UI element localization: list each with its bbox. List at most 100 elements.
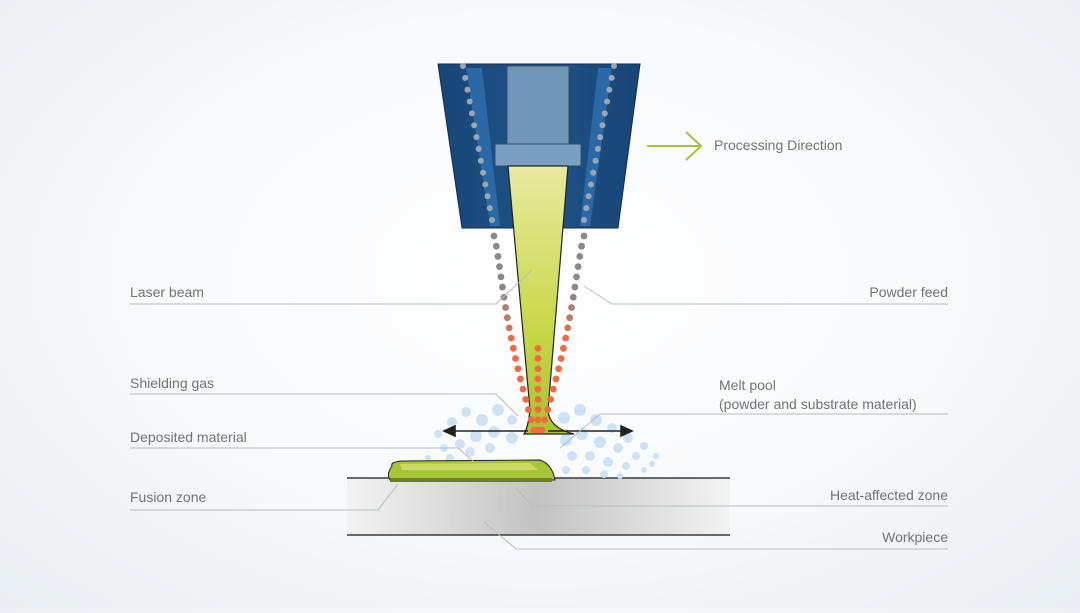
powder-particle bbox=[522, 395, 530, 403]
powder-particle bbox=[482, 181, 489, 188]
powder-channels bbox=[460, 63, 617, 223]
gas-bubble bbox=[485, 443, 495, 453]
powder-particle bbox=[590, 169, 597, 176]
powder-particle bbox=[527, 416, 535, 424]
heat-affected-zone-label: Heat-affected zone bbox=[830, 487, 948, 503]
powder-particle bbox=[592, 157, 599, 164]
powder-particle bbox=[534, 406, 542, 413]
leader-lines bbox=[130, 269, 948, 550]
powder-particle bbox=[466, 98, 473, 105]
fusion-zone-label: Fusion zone bbox=[130, 489, 206, 505]
gas-bubble bbox=[574, 404, 586, 416]
powder-particle bbox=[606, 86, 613, 93]
gas-bubble bbox=[447, 417, 457, 427]
gas-bubble bbox=[603, 457, 613, 467]
shielding-gas-label: Shielding gas bbox=[130, 375, 214, 391]
gas-bubble bbox=[488, 426, 500, 438]
gas-bubble bbox=[590, 414, 602, 426]
gas-bubble bbox=[617, 473, 623, 479]
powder-particle bbox=[581, 217, 587, 223]
gas-bubble bbox=[653, 453, 659, 459]
powder-particle bbox=[475, 145, 482, 152]
powder-particle bbox=[460, 63, 466, 69]
gas-bubble bbox=[567, 451, 577, 461]
powder-particle bbox=[534, 416, 542, 424]
powder-particle bbox=[534, 395, 542, 403]
gas-bubble bbox=[623, 433, 633, 443]
powder-particle bbox=[580, 232, 588, 240]
powder-particle bbox=[496, 263, 503, 271]
gas-bubble bbox=[594, 436, 606, 448]
powder-particle bbox=[564, 324, 572, 332]
gas-bubble bbox=[600, 470, 608, 478]
powder-particle bbox=[552, 375, 560, 383]
melt-pool-label: Melt pool bbox=[719, 377, 776, 393]
deposit bbox=[387, 459, 556, 482]
powder-particle bbox=[480, 169, 487, 176]
gas-bubble bbox=[470, 430, 482, 442]
shielding-gas-bubbles bbox=[425, 404, 659, 479]
powder-particle bbox=[534, 385, 542, 393]
powder-particle bbox=[587, 181, 594, 188]
powder-particle bbox=[568, 304, 575, 311]
powder-particle bbox=[534, 355, 542, 362]
powder-particle bbox=[489, 217, 495, 223]
powder-particle bbox=[514, 365, 522, 373]
gas-bubble bbox=[585, 451, 595, 461]
powder-particle bbox=[576, 253, 584, 260]
gas-bubble bbox=[622, 462, 630, 470]
powder-particle bbox=[534, 344, 542, 352]
gas-bubble bbox=[649, 461, 655, 467]
powder-particle bbox=[462, 74, 469, 81]
powder-particle bbox=[594, 145, 601, 152]
powder-stream bbox=[490, 232, 588, 434]
processing-direction-arrow-icon bbox=[647, 131, 703, 161]
powder-particle bbox=[509, 344, 517, 352]
powder-particle bbox=[512, 355, 519, 362]
powder-particle bbox=[477, 157, 484, 164]
deposited-material-label: Deposited material bbox=[130, 429, 247, 445]
powder-particle bbox=[507, 334, 515, 342]
gas-bubble bbox=[465, 447, 475, 457]
powder-particle bbox=[557, 355, 565, 362]
powder-particle bbox=[574, 263, 582, 271]
gas-bubble bbox=[562, 466, 570, 474]
gas-bubble bbox=[613, 443, 623, 453]
gas-bubble bbox=[507, 415, 517, 425]
powder-particle bbox=[601, 110, 608, 117]
powder-particle bbox=[608, 74, 615, 81]
powder-particle bbox=[534, 426, 542, 434]
gas-bubble bbox=[632, 452, 640, 460]
powder-particle bbox=[502, 304, 510, 311]
gas-bubble bbox=[492, 404, 504, 416]
powder-particle bbox=[500, 293, 508, 301]
powder-particle bbox=[484, 193, 491, 200]
gas-bubble bbox=[640, 442, 648, 450]
gas-bubble bbox=[434, 430, 442, 438]
powder-particle bbox=[486, 205, 493, 212]
powder-particle bbox=[468, 110, 475, 117]
powder-particle bbox=[569, 293, 577, 301]
powder-particle bbox=[471, 122, 478, 129]
powder-particle bbox=[497, 273, 505, 281]
gas-bubble bbox=[558, 412, 570, 424]
gas-bubble bbox=[560, 434, 572, 446]
powder-particle bbox=[503, 314, 511, 322]
powder-particle bbox=[571, 283, 579, 291]
processing-direction-label: Processing Direction bbox=[714, 137, 842, 153]
gas-bubble bbox=[446, 454, 454, 462]
powder-particle bbox=[499, 283, 506, 291]
powder-particle bbox=[597, 134, 604, 141]
powder-particle bbox=[604, 98, 611, 105]
powder-particle bbox=[494, 253, 502, 260]
powder-particle bbox=[555, 365, 563, 373]
powder-particle bbox=[583, 205, 590, 212]
powder-particle bbox=[544, 406, 552, 413]
powder-particle bbox=[566, 314, 574, 322]
melt-pool-sublabel: (powder and substrate material) bbox=[719, 396, 917, 412]
powder-particle bbox=[599, 122, 606, 129]
powder-particle bbox=[573, 273, 580, 281]
laser-beam bbox=[507, 165, 575, 435]
